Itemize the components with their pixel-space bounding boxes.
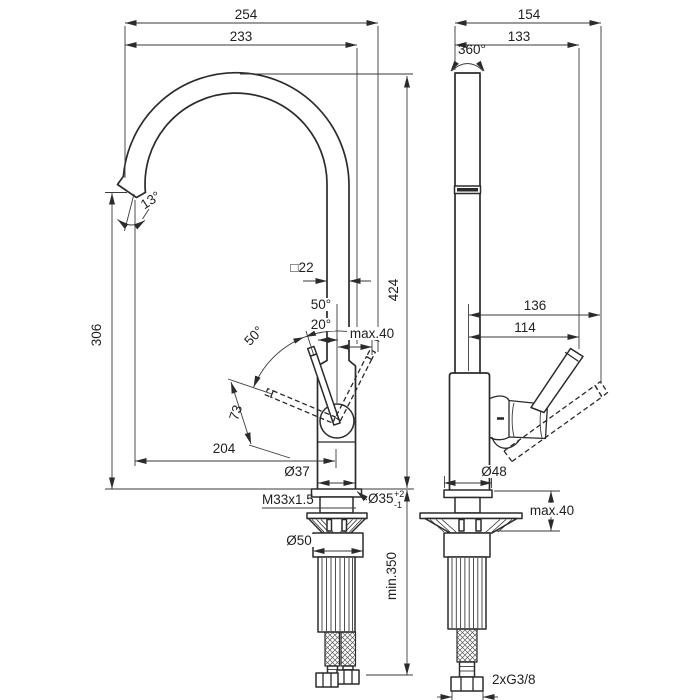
side-body — [448, 372, 491, 491]
dim-handle-swing-left-label: 50° — [241, 323, 266, 348]
shank-ribs — [451, 558, 483, 628]
dim-base-diameter-label: Ø48 — [481, 464, 507, 479]
dim-hole-tol-lower-label: -1 — [394, 500, 402, 510]
side-view — [419, 72, 609, 692]
side-lever-dashed — [503, 380, 609, 463]
thread-shank — [454, 496, 481, 514]
dim-handle-tilt-label: 20° — [311, 317, 331, 332]
ribbed-shank — [317, 556, 356, 633]
dim-handle-max-reach-label: 136 — [524, 298, 547, 313]
web-slot — [458, 518, 465, 532]
web-slot — [341, 518, 348, 532]
supply-hose — [340, 631, 357, 667]
handle-dashed-left — [264, 388, 336, 424]
web-slot — [326, 518, 333, 532]
mounting-webs — [424, 517, 518, 534]
base-flange — [443, 489, 493, 499]
dim-spout-tube-square-label: □22 — [290, 260, 313, 275]
web-hatching — [429, 519, 513, 533]
dim-spout-tip-to-axis-label: 204 — [213, 441, 236, 456]
dim-mounting-thread-label: M33x1.5 — [262, 492, 314, 507]
shank-ribs — [321, 558, 353, 631]
dim-overall-depth-label: 154 — [518, 7, 541, 22]
dim-swivel-range-label: 360° — [458, 42, 486, 57]
dim-deck-thickness-label: max.40 — [530, 503, 574, 518]
dim-body-diameter-label: Ø37 — [284, 464, 310, 479]
side-spout-column — [453, 72, 482, 374]
dim-body-depth-label: 133 — [508, 29, 531, 44]
dim-handle-rear-clearance-label: max.40 — [350, 326, 394, 341]
spout-inner-contour — [144, 92, 328, 490]
spout-outlet-face — [116, 175, 147, 199]
hose-hex-nut — [450, 676, 484, 692]
hose-hex-nut — [336, 669, 360, 685]
cartridge-housing — [489, 395, 549, 449]
hose-hex-nut — [315, 672, 339, 688]
dim-hole-diameter-label: Ø35 — [368, 491, 394, 506]
supply-hose — [324, 631, 341, 667]
dim-handle-length-label: 73 — [226, 403, 245, 422]
front-base-assembly — [306, 488, 368, 688]
dimension-annotations: 254 233 154 133 360° 13° 306 424 min.350… — [89, 7, 602, 700]
web-slot — [475, 518, 482, 532]
mounting-webs — [307, 517, 367, 534]
dim-handle-swing-right-label: 50° — [311, 297, 331, 312]
dim-overall-height-label: 424 — [386, 278, 401, 301]
escutcheon-plate — [419, 512, 523, 520]
dim-spout-reach-label: 233 — [230, 29, 253, 44]
locknut — [443, 532, 491, 558]
supply-hose — [456, 628, 478, 663]
dim-supply-connection-label: 2xG3/8 — [492, 672, 536, 687]
side-lever-solid — [530, 347, 584, 414]
ribbed-shank — [447, 556, 487, 630]
aerator-slot — [457, 188, 478, 192]
hose-crimp — [458, 661, 476, 678]
dim-overall-width-label: 254 — [235, 7, 258, 22]
dim-hose-min-length-label: min.350 — [384, 552, 399, 600]
dim-hole-tol-upper-label: +2 — [394, 489, 404, 499]
dim-spout-height-label: 306 — [89, 324, 104, 347]
base-flange — [310, 488, 363, 498]
side-base-assembly — [419, 489, 523, 692]
escutcheon-plate — [306, 512, 368, 520]
thread-shank — [319, 496, 354, 514]
dim-locknut-diameter-label: Ø50 — [286, 533, 312, 548]
dim-handle-reach-label: 114 — [514, 320, 536, 335]
dim-spout-tip-angle-label: 13° — [138, 188, 163, 212]
locknut — [312, 532, 364, 558]
